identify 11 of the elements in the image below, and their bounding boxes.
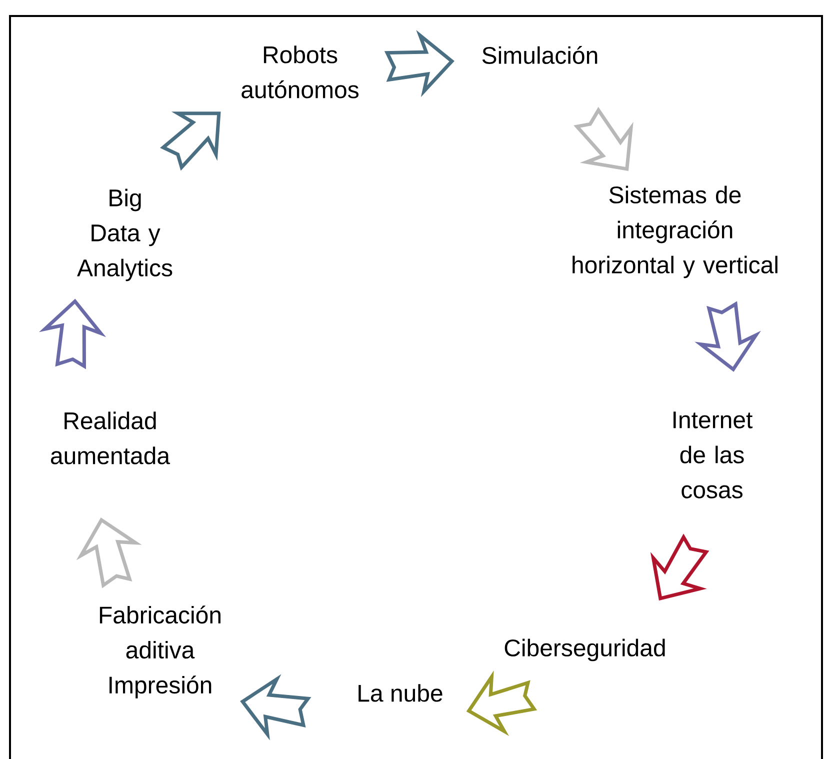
text-label: Simulación [482,46,598,64]
text-label: Fabricación aditiva Impresión [100,606,220,698]
text-label: Realidad aumentada [50,412,170,464]
text-label: Big Data y Analytics [77,188,172,282]
text-label: Ciberseguridad [504,638,665,662]
text-label: Internet de las cosas [674,412,753,498]
text-label: Sistemas de integración horizontal y vertical [572,186,778,278]
block-arrow [574,106,634,171]
text-label: La nube [358,684,442,702]
block-arrow [160,112,221,171]
text-label: Robots autónomos [242,46,358,98]
